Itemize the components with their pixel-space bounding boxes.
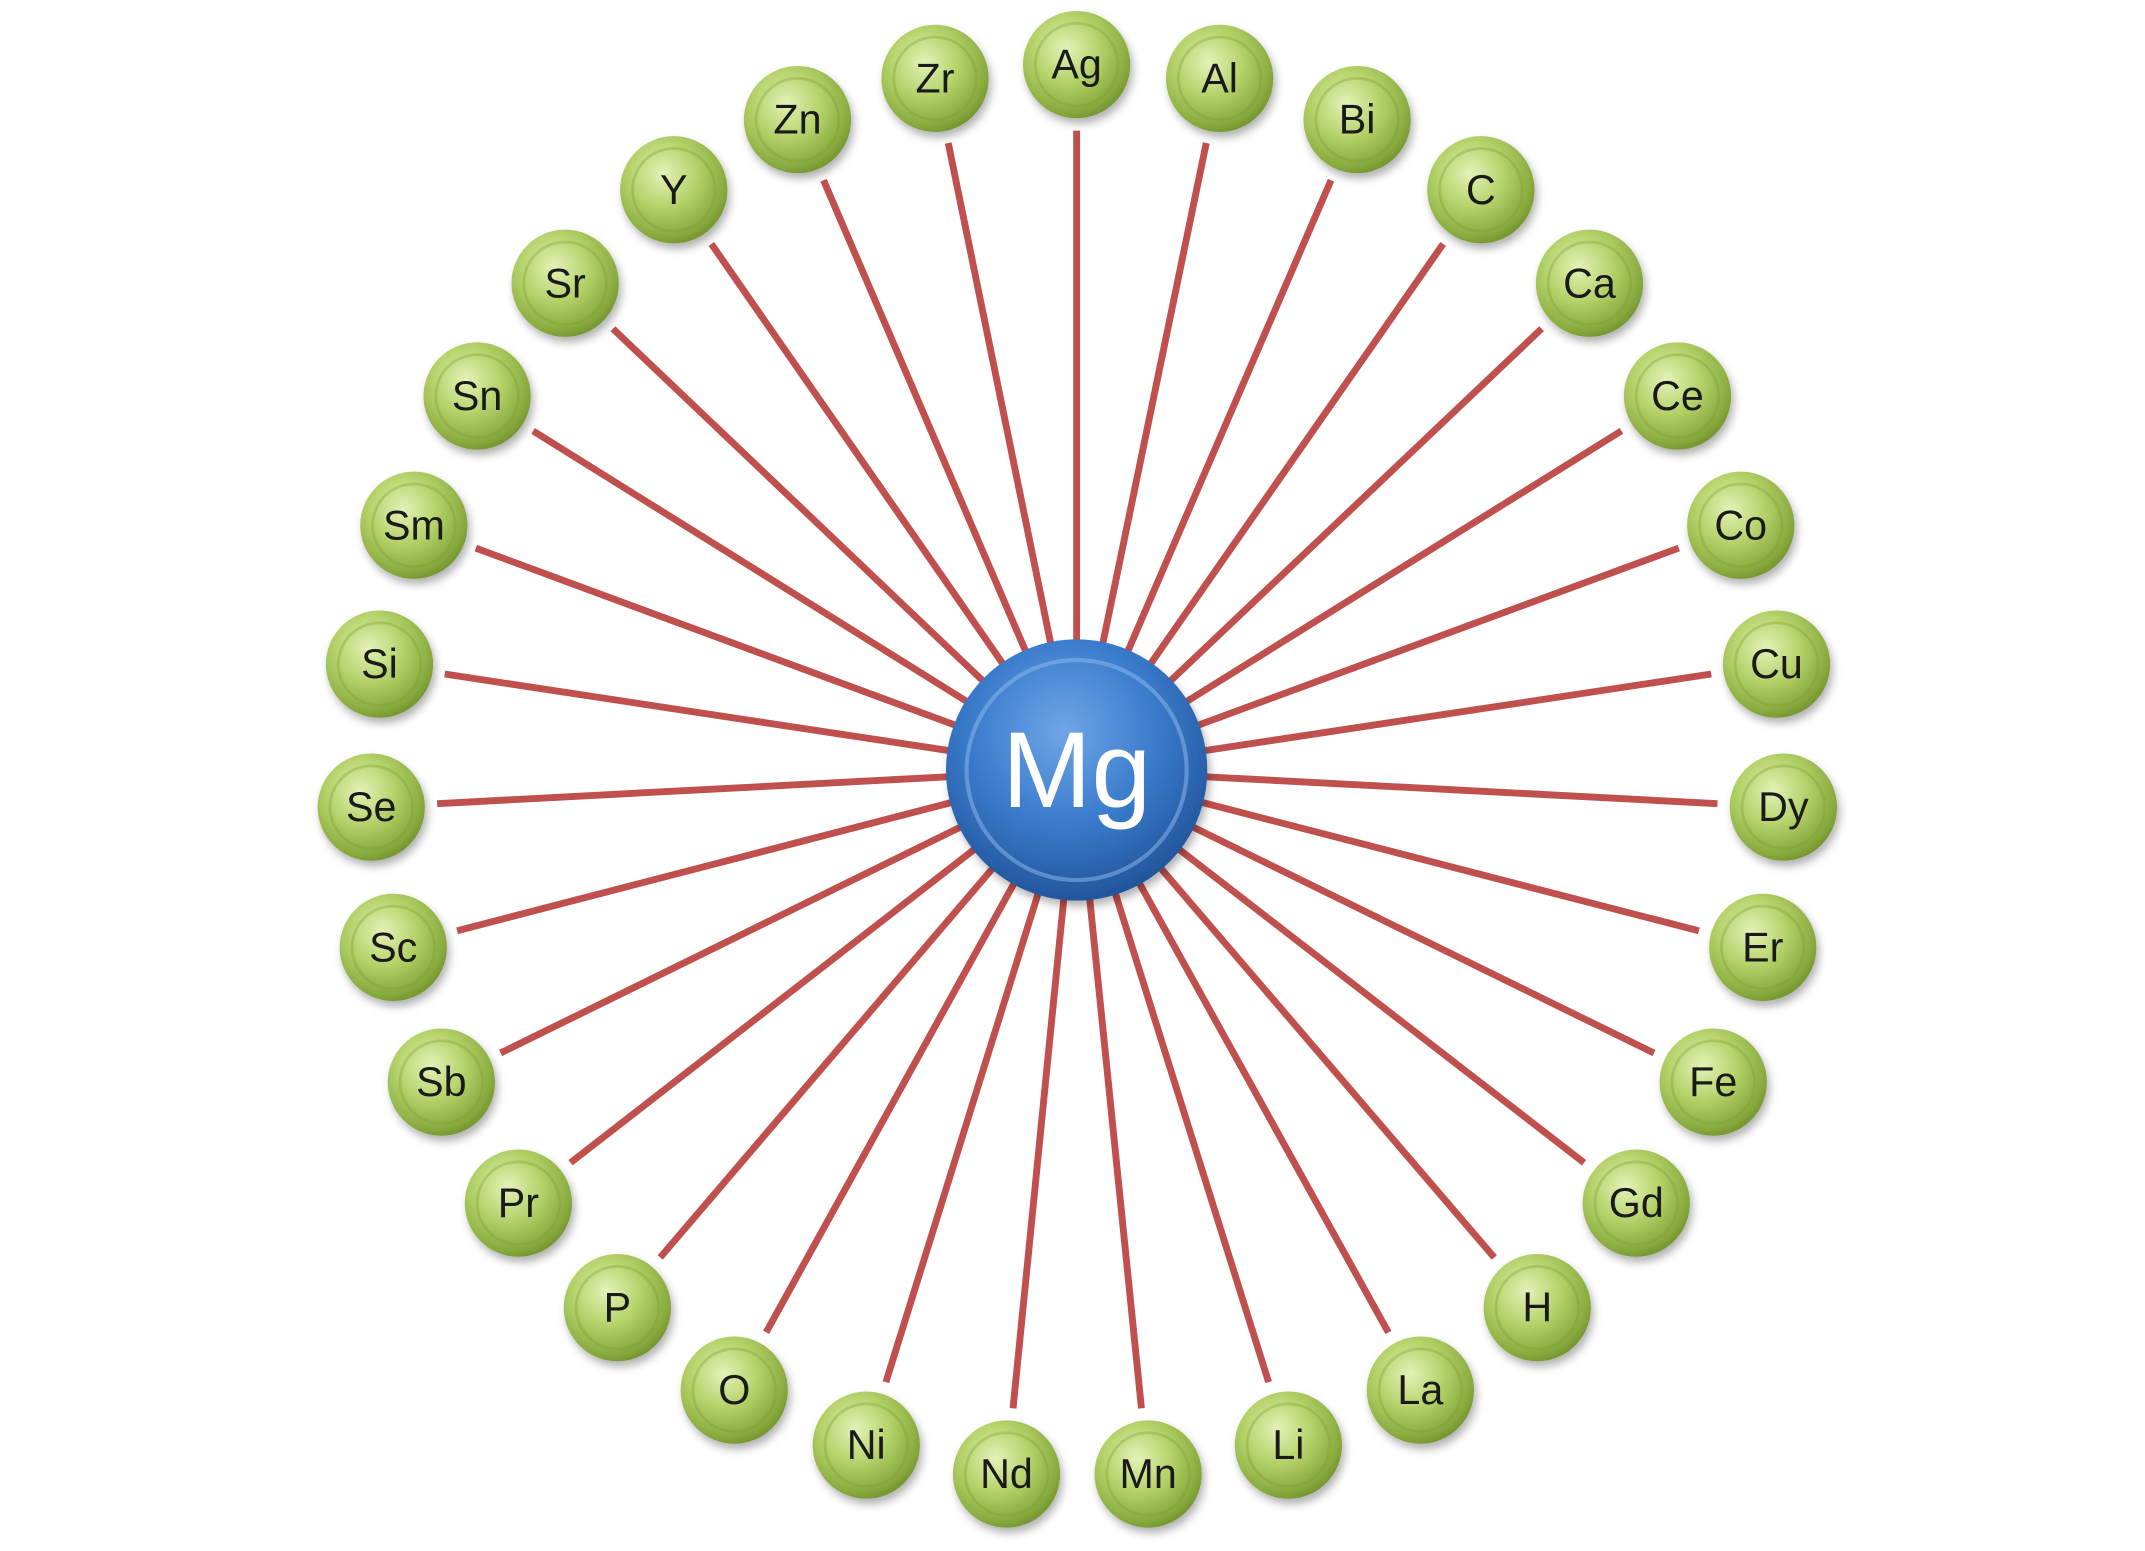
element-node-sm: Sm [360,471,468,579]
element-node-sb: Sb [387,1028,495,1136]
connector-line-sr [610,326,995,692]
connector-line-sn [531,428,980,712]
element-node-er: Er [1709,893,1817,1001]
element-node-ag: Ag [1023,11,1131,119]
element-label: Co [1714,502,1767,548]
element-label: Fe [1689,1059,1737,1105]
element-label: H [1522,1285,1552,1331]
element-label: Ce [1651,373,1704,419]
element-label: Sb [416,1059,466,1105]
connector-line-fe [1180,818,1656,1057]
element-label: Dy [1758,784,1809,830]
element-node-sn: Sn [423,342,531,450]
element-label: Bi [1339,97,1376,143]
connector-line-gd [1166,838,1587,1166]
element-label: Er [1742,924,1784,970]
element-label: Ni [847,1422,886,1468]
connector-line-ni [882,880,1046,1384]
connector-line-mn [1085,885,1145,1409]
element-label: Sr [545,260,587,306]
connector-line-zr [944,142,1057,657]
element-node-zr: Zr [881,24,989,132]
element-label: Sm [383,502,445,548]
element-node-li: Li [1234,1391,1342,1499]
element-label: Se [346,784,396,830]
element-node-h: H [1483,1254,1591,1362]
element-label: Al [1201,55,1238,101]
connector-line-se [436,772,961,808]
connector-line-co [1185,544,1681,733]
element-label: C [1466,167,1496,213]
connector-line-sm [474,544,969,733]
connector-line-er [1188,795,1700,935]
connector-line-o [763,870,1024,1335]
element-node-mn: Mn [1094,1420,1202,1528]
element-node-bi: Bi [1303,66,1411,174]
center-label: Mg [1002,710,1151,830]
element-label: Gd [1609,1180,1664,1226]
element-node-la: La [1366,1336,1474,1444]
connector-line-si [444,670,962,756]
element-node-pr: Pr [464,1149,572,1257]
element-label: Mn [1119,1451,1176,1497]
element-label: Si [361,641,398,687]
element-label: Nd [980,1451,1033,1497]
element-label: P [604,1285,632,1331]
connector-line-cu [1191,670,1712,756]
element-node-gd: Gd [1582,1149,1690,1257]
element-node-ni: Ni [812,1391,920,1499]
center-node-mg: Mg [946,639,1208,901]
element-node-co: Co [1687,471,1795,579]
connector-line-y [708,242,1013,676]
element-label: Pr [498,1180,540,1226]
element-node-nd: Nd [952,1420,1061,1528]
connector-lines [436,130,1718,1409]
connector-line-c [1140,241,1446,677]
element-node-fe: Fe [1659,1028,1767,1136]
connector-line-pr [568,838,987,1166]
connector-line-h [1150,856,1497,1260]
element-node-ce: Ce [1623,342,1732,450]
element-label: Zr [916,55,955,101]
element-node-y: Y [620,136,728,244]
connector-line-p [657,856,1004,1260]
element-node-zn: Zn [743,66,852,174]
element-label: Ag [1051,42,1101,88]
element-node-dy: Dy [1729,753,1837,861]
element-label: Zn [773,97,821,143]
element-node-sr: Sr [511,229,619,337]
connector-line-nd [1009,885,1069,1409]
connector-line-dy [1193,772,1718,808]
element-node-al: Al [1166,24,1274,132]
connector-line-ca [1159,326,1544,693]
connector-line-zn [820,178,1034,664]
connector-line-al [1096,142,1210,657]
element-label: O [718,1367,750,1413]
element-label: La [1397,1367,1443,1413]
element-node-cu: Cu [1722,610,1831,718]
element-node-o: O [680,1336,788,1444]
element-node-sc: Sc [339,893,447,1001]
connector-line-li [1108,880,1272,1384]
connector-line-bi [1119,178,1335,665]
element-node-se: Se [317,753,425,861]
element-label: Sc [369,924,417,970]
element-node-si: Si [325,610,434,718]
connector-line-sb [499,818,974,1057]
connector-line-ce [1174,427,1624,712]
element-node-ca: Ca [1535,229,1644,337]
element-label: Li [1272,1422,1304,1468]
connector-line-la [1130,870,1392,1335]
element-node-c: C [1427,136,1535,244]
element-label: Ca [1563,260,1616,306]
element-label: Sn [452,373,502,419]
element-label: Y [660,167,688,213]
connector-line-sc [456,796,965,935]
element-node-p: P [563,1254,671,1362]
element-label: Cu [1750,641,1803,687]
